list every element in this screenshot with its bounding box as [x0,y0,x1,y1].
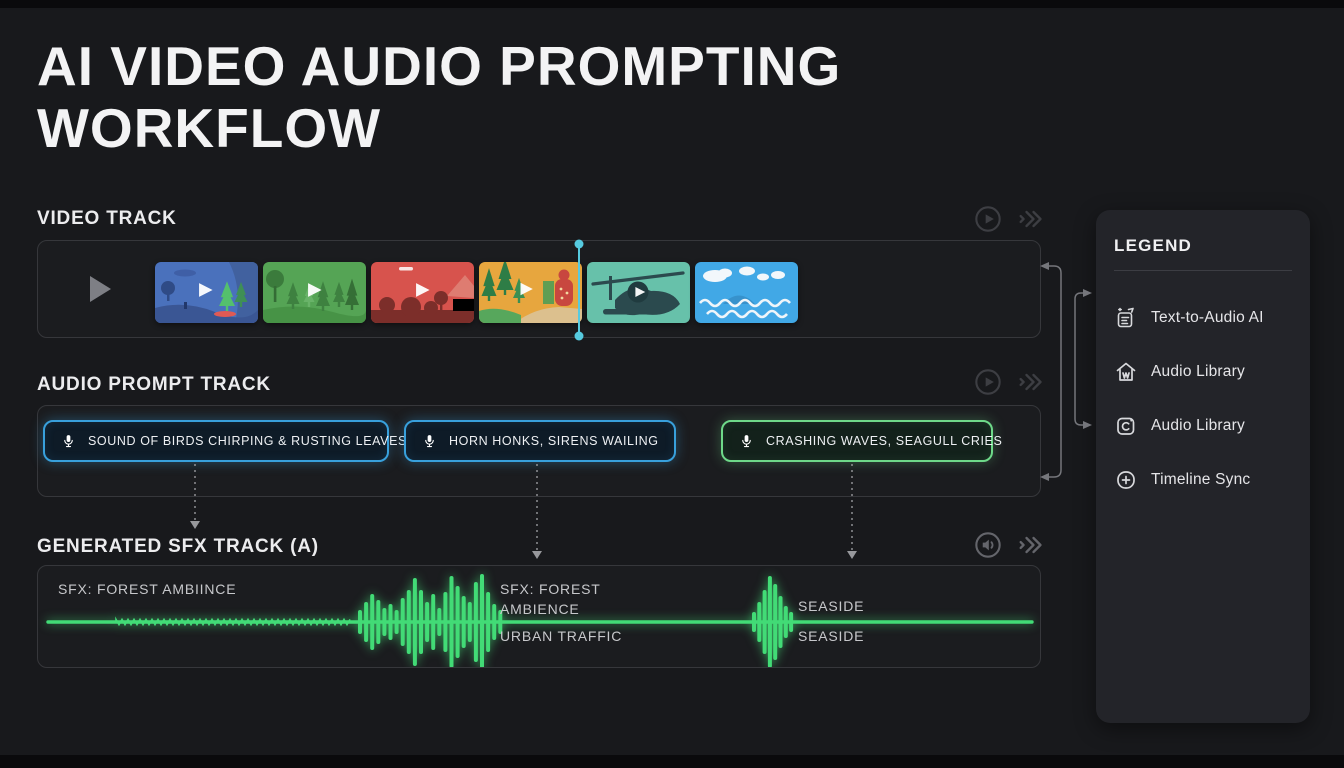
video-thumbnail-sky-sea[interactable] [695,262,798,323]
top-edge-strip [0,0,1344,8]
legend-item-timeline-sync: Timeline Sync [1114,453,1292,507]
sfx-label-forest-ambience-1: SFX: FOREST AMBIINCE [58,581,237,597]
bracket-video-audio [1048,265,1062,478]
video-thumbnail-teal-vehicle[interactable] [587,262,690,323]
audio-prompt-traffic[interactable]: HORN HONKS, SIRENS WAILING [404,420,676,462]
prompt-text: HORN HONKS, SIRENS WAILING [449,434,659,448]
timeline-playhead[interactable] [574,239,584,341]
arrow-into-legend-top [1083,289,1092,297]
page-title: AI VIDEO AUDIO PROMPTING WORKFLOW [37,35,842,159]
audio-prompt-track-label: AUDIO PROMPT TRACK [37,374,271,395]
video-thumbnail-green-forest[interactable] [263,262,366,323]
audio-library-home-icon [1114,360,1138,384]
arrow-into-audio-track [1040,473,1049,481]
sfx-label-seaside-top: SEASIDE [798,598,865,614]
arrow-into-video-track [1040,262,1049,270]
legend-item-label: Audio Library [1151,363,1245,380]
video-thumbnail-strip [155,262,798,323]
prompt-text: SOUND OF BIRDS CHIRPING & RUSTING LEAVES [88,434,407,448]
microphone-icon [739,431,754,451]
timeline-sync-icon [1114,468,1138,492]
legend-title: LEGEND [1114,236,1193,255]
sfx-label-forest-ambience-2: SFX: FOREST AMBIENCE [500,581,601,618]
audio-prompt-waves[interactable]: CRASHING WAVES, SEAGULL CRIES [721,420,1002,462]
video-play-button[interactable] [90,276,111,302]
audio-library-badge-icon [1114,414,1138,438]
fast-forward-icon[interactable] [1016,205,1044,233]
prompt-text: CRASHING WAVES, SEAGULL CRIES [766,434,1003,448]
dotted-arrowhead [190,521,200,529]
speaker-icon[interactable] [974,531,1002,559]
sfx-track-label: GENERATED SFX TRACK (A) [37,536,319,557]
play-circle-icon[interactable] [974,368,1002,396]
legend-item-label: Audio Library [1151,417,1245,434]
video-thumbnail-red-sunset[interactable] [371,262,474,323]
microphone-icon [422,431,437,451]
video-thumbnail-blue-forest[interactable] [155,262,258,323]
video-track-controls [974,205,1044,233]
legend-divider [1114,270,1292,271]
play-circle-icon[interactable] [974,205,1002,233]
text-to-audio-icon [1114,306,1138,330]
audio-prompt-birds[interactable]: SOUND OF BIRDS CHIRPING & RUSTING LEAVES [43,420,406,462]
bottom-edge-strip [0,755,1344,768]
sfx-label-urban-traffic: URBAN TRAFFIC [500,628,623,644]
video-thumbnail-orange-park[interactable] [479,262,582,323]
dotted-arrowhead [532,551,542,559]
arrow-into-legend-bottom [1083,421,1092,429]
legend-item-text-to-audio-ai: Text-to-Audio AI [1114,291,1292,345]
sfx-waveform [46,574,1034,667]
audio-track-controls [974,368,1044,396]
audio-prompt-track-container: SOUND OF BIRDS CHIRPING & RUSTING LEAVES… [37,405,1041,497]
fast-forward-icon[interactable] [1016,531,1044,559]
microphone-icon [61,431,76,451]
sfx-track-container: SFX: FOREST AMBIINCE SFX: FOREST AMBIENC… [37,565,1041,668]
sfx-label-seaside-bottom: SEASIDE [798,628,865,644]
bracket-to-legend [1074,292,1084,426]
dotted-arrowhead [847,551,857,559]
sfx-track-controls [974,531,1044,559]
fast-forward-icon[interactable] [1016,368,1044,396]
legend-item-audio-library: Audio Library [1114,399,1292,453]
legend-item-label: Text-to-Audio AI [1151,309,1264,326]
legend-item-label: Timeline Sync [1151,471,1251,488]
legend-item-audio-library: Audio Library [1114,345,1292,399]
video-track-label: VIDEO TRACK [37,208,177,229]
